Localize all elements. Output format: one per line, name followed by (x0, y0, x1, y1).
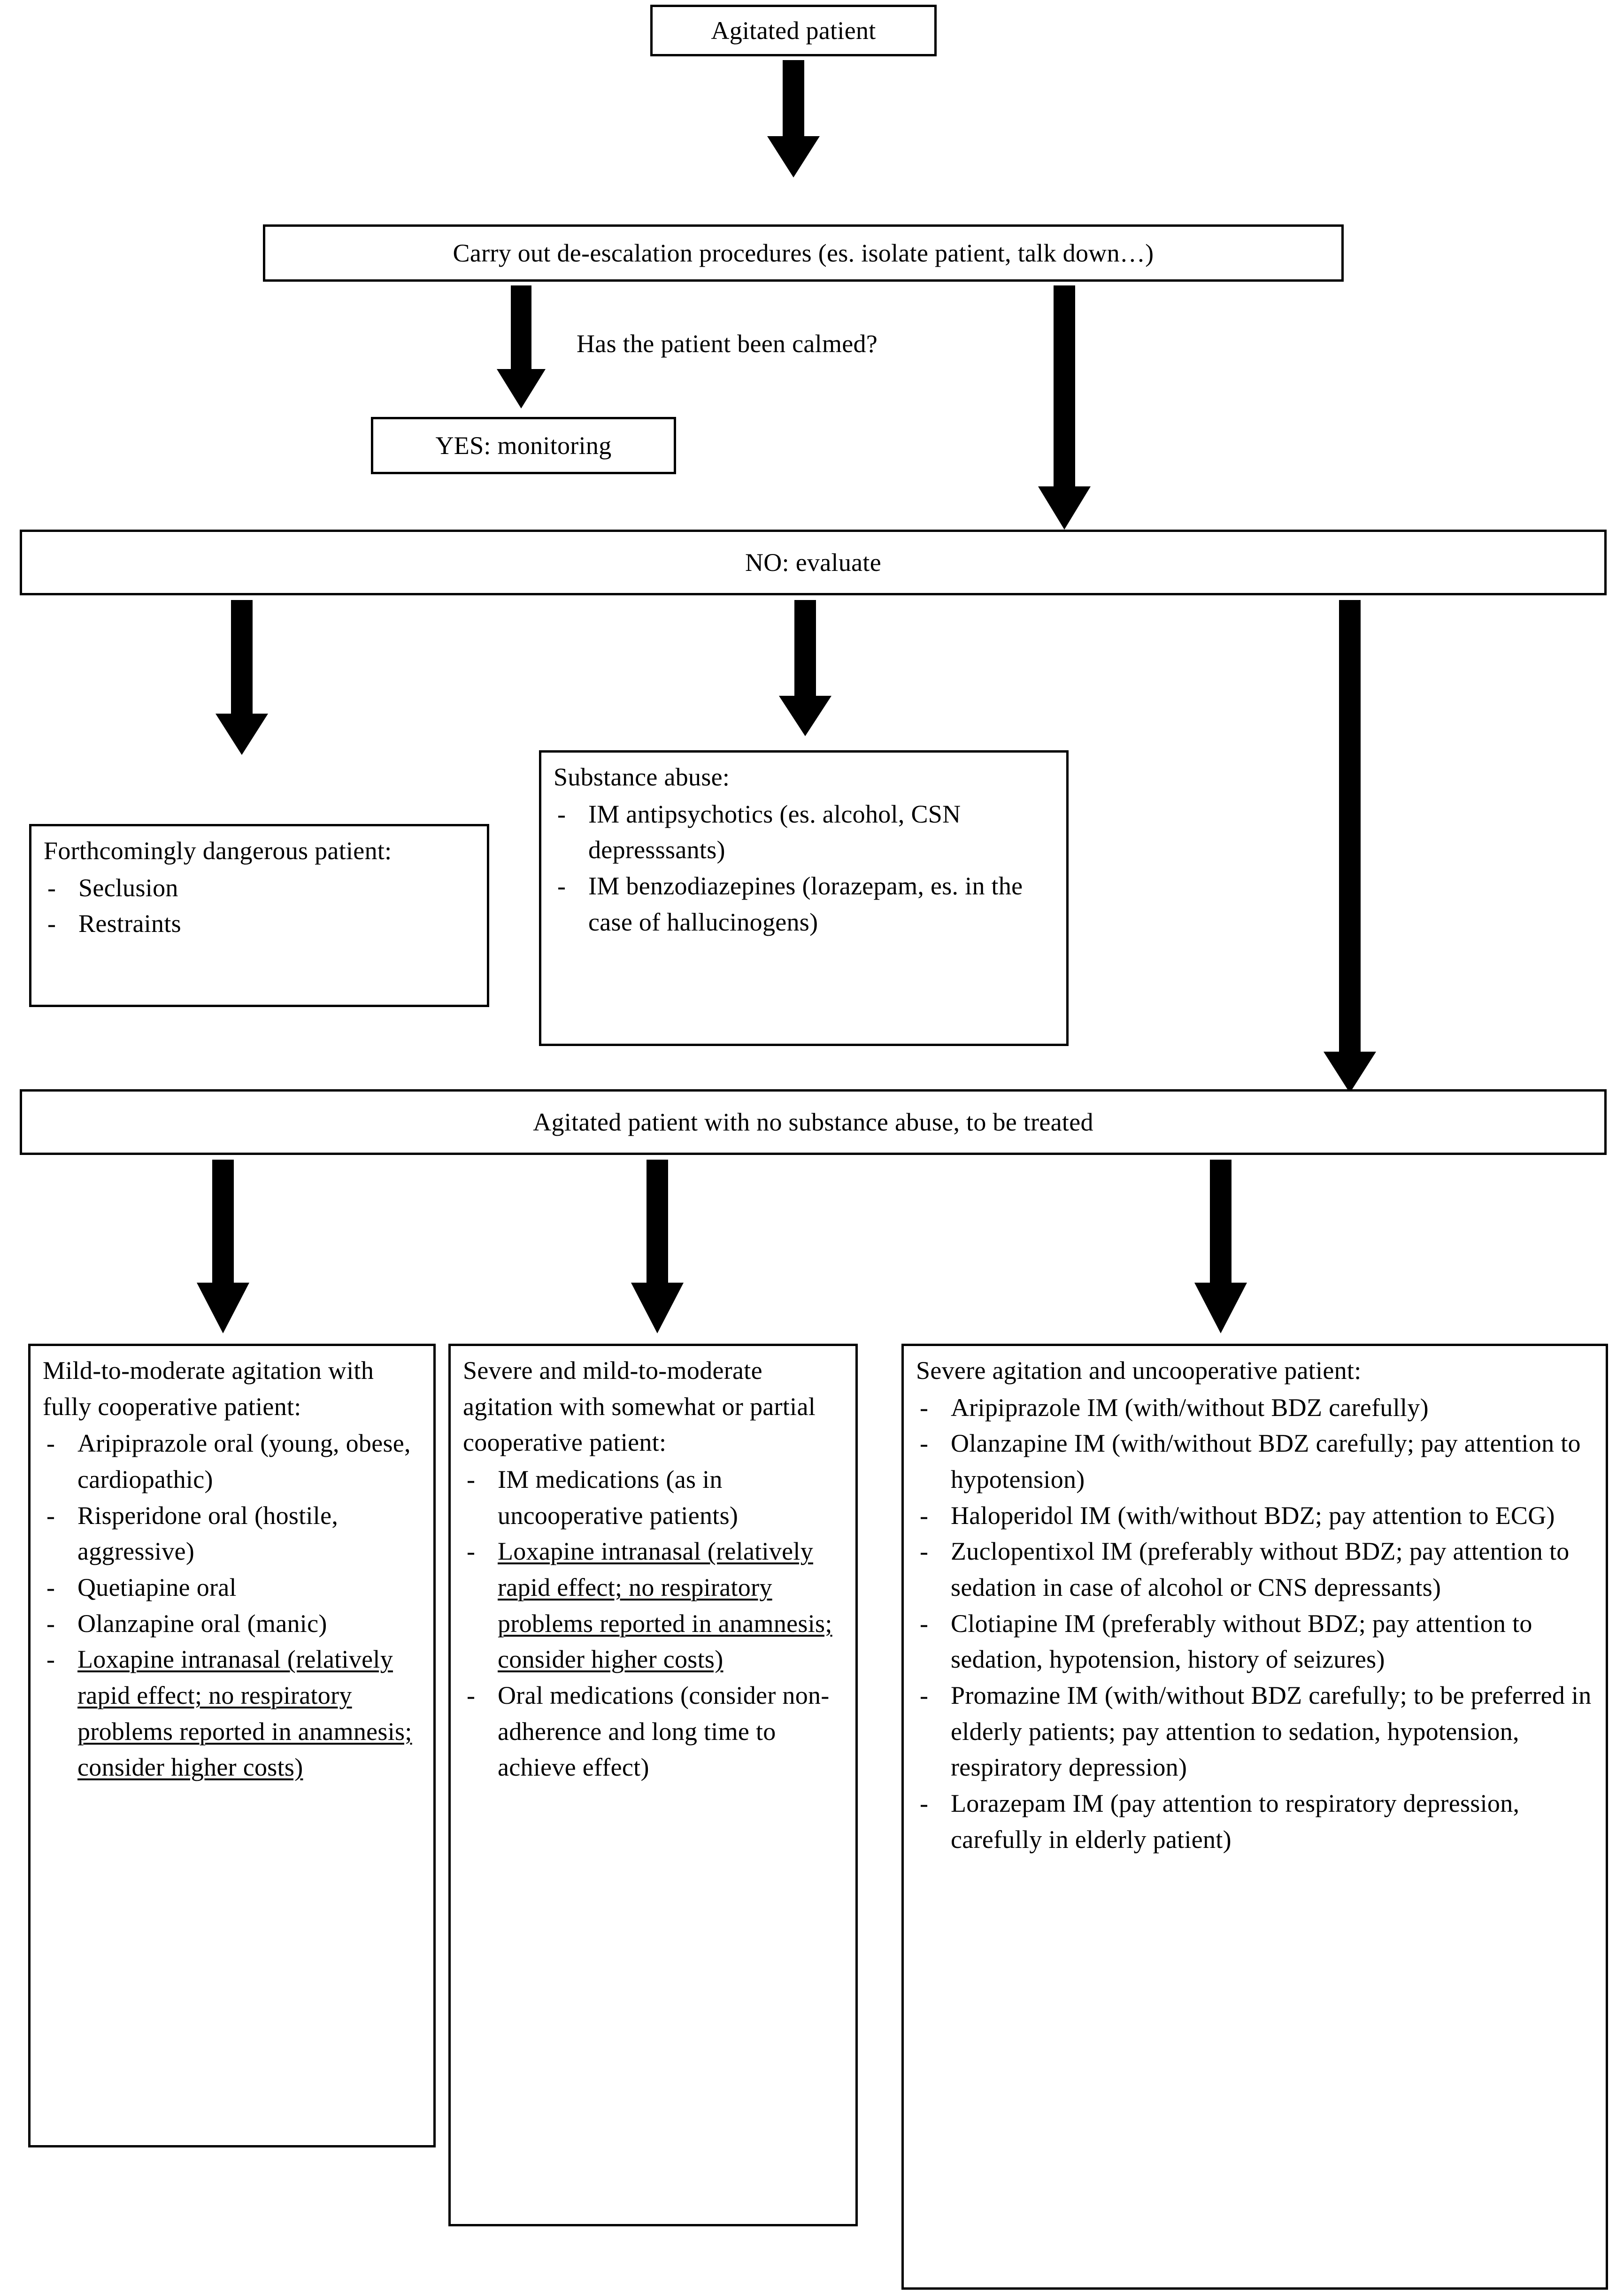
node-no-evaluate: NO: evaluate (20, 530, 1607, 595)
bullet-dash: - (920, 1393, 929, 1422)
bullet-dash: - (46, 1429, 55, 1458)
node-treated: Agitated patient with no substance abuse… (20, 1089, 1607, 1155)
arrow-start-to-deescalation (758, 60, 829, 177)
bullet-dash: - (920, 1429, 929, 1458)
arrow-treated-to-col2 (622, 1160, 693, 1333)
substance-list: -IM antipsychotics (es. alcohol, CSN dep… (554, 796, 1054, 940)
node-col1-mild-moderate: Mild-to-moderate agitation with fully co… (28, 1344, 436, 2147)
list-item-text: Clotiapine IM (preferably without BDZ; p… (951, 1609, 1532, 1674)
arrow-no-to-substance (770, 600, 840, 736)
list-item: -IM antipsychotics (es. alcohol, CSN dep… (554, 796, 1054, 868)
list-item-text: Restraints (78, 909, 181, 938)
col3-list: -Aripiprazole IM (with/without BDZ caref… (916, 1390, 1593, 1858)
list-item: -Risperidone oral (hostile, aggressive) (43, 1498, 421, 1570)
node-yes-monitoring-label: YES: monitoring (435, 431, 612, 460)
node-dangerous-patient-title: Forthcomingly dangerous patient: (44, 837, 392, 865)
node-agitated-patient: Agitated patient (650, 5, 937, 56)
bullet-dash: - (920, 1501, 929, 1530)
list-item-text: Aripiprazole IM (with/without BDZ carefu… (951, 1393, 1429, 1422)
bullet-dash: - (47, 909, 56, 938)
node-substance-abuse-title: Substance abuse: (554, 763, 730, 791)
bullet-dash: - (920, 1789, 929, 1818)
list-item-text: Lorazepam IM (pay attention to respirato… (951, 1789, 1520, 1854)
list-item-text: Aripiprazole oral (young, obese, cardiop… (77, 1429, 411, 1494)
node-yes-monitoring: YES: monitoring (371, 417, 676, 474)
list-item: -IM benzodiazepines (lorazepam, es. in t… (554, 868, 1054, 940)
list-item: -Oral medications (consider non-adherenc… (463, 1677, 843, 1785)
dangerous-list: -Seclusion -Restraints (44, 870, 475, 942)
list-item: -Quetiapine oral (43, 1570, 421, 1606)
list-item: -IM medications (as in uncooperative pat… (463, 1462, 843, 1533)
list-item: -Promazine IM (with/without BDZ carefull… (916, 1677, 1593, 1785)
col1-list: -Aripiprazole oral (young, obese, cardio… (43, 1425, 421, 1785)
bullet-dash: - (47, 873, 56, 902)
list-item: -Seclusion (44, 870, 475, 906)
list-item: -Clotiapine IM (preferably without BDZ; … (916, 1606, 1593, 1677)
list-item: -Zuclopentixol IM (preferably without BD… (916, 1533, 1593, 1605)
node-col1-title: Mild-to-moderate agitation with fully co… (43, 1356, 374, 1421)
arrow-no-to-treated (1315, 600, 1385, 1093)
bullet-dash: - (46, 1645, 55, 1674)
node-col3-title: Severe agitation and uncooperative patie… (916, 1356, 1362, 1385)
arrow-treated-to-col3 (1185, 1160, 1256, 1333)
list-item: -Loxapine intranasal (relatively rapid e… (43, 1641, 421, 1785)
arrow-treated-to-col1 (188, 1160, 258, 1333)
list-item-text: IM medications (as in uncooperative pati… (498, 1465, 739, 1530)
list-item: -Aripiprazole oral (young, obese, cardio… (43, 1425, 421, 1497)
bullet-dash: - (46, 1609, 55, 1638)
list-item: -Loxapine intranasal (relatively rapid e… (463, 1533, 843, 1677)
decision-label: Has the patient been calmed? (577, 330, 878, 358)
list-item-text: IM antipsychotics (es. alcohol, CSN depr… (588, 800, 961, 864)
node-agitated-patient-label: Agitated patient (711, 16, 876, 45)
list-item-text: Seclusion (78, 873, 178, 902)
bullet-dash: - (467, 1537, 476, 1566)
node-dangerous-patient: Forthcomingly dangerous patient: -Seclus… (29, 824, 489, 1007)
list-item: -Restraints (44, 906, 475, 942)
list-item-text: Loxapine intranasal (relatively rapid ef… (498, 1537, 832, 1674)
list-item-text: Olanzapine IM (with/without BDZ carefull… (951, 1429, 1581, 1494)
node-col2-title: Severe and mild-to-moderate agitation wi… (463, 1356, 816, 1457)
list-item: -Aripiprazole IM (with/without BDZ caref… (916, 1390, 1593, 1426)
list-item-text: Oral medications (consider non-adherence… (498, 1681, 830, 1782)
list-item: -Lorazepam IM (pay attention to respirat… (916, 1785, 1593, 1857)
list-item-text: Haloperidol IM (with/without BDZ; pay at… (951, 1501, 1555, 1530)
bullet-dash: - (920, 1609, 929, 1638)
bullet-dash: - (920, 1681, 929, 1710)
arrow-deescalation-to-yes (488, 285, 554, 408)
bullet-dash: - (557, 800, 566, 828)
list-item-text: Zuclopentixol IM (preferably without BDZ… (951, 1537, 1570, 1602)
bullet-dash: - (467, 1465, 476, 1494)
list-item-text: Loxapine intranasal (relatively rapid ef… (77, 1645, 412, 1782)
bullet-dash: - (46, 1501, 55, 1530)
node-deescalation: Carry out de-escalation procedures (es. … (263, 224, 1344, 282)
list-item-text: Olanzapine oral (manic) (77, 1609, 327, 1638)
node-treated-label: Agitated patient with no substance abuse… (533, 1108, 1093, 1136)
list-item: -Haloperidol IM (with/without BDZ; pay a… (916, 1498, 1593, 1534)
arrow-deescalation-to-no (1029, 285, 1100, 530)
list-item: -Olanzapine oral (manic) (43, 1606, 421, 1642)
bullet-dash: - (46, 1573, 55, 1602)
list-item-text: IM benzodiazepines (lorazepam, es. in th… (588, 872, 1023, 936)
node-no-evaluate-label: NO: evaluate (745, 548, 881, 577)
list-item: -Olanzapine IM (with/without BDZ careful… (916, 1425, 1593, 1497)
bullet-dash: - (467, 1681, 476, 1710)
col2-list: -IM medications (as in uncooperative pat… (463, 1462, 843, 1785)
node-deescalation-label: Carry out de-escalation procedures (es. … (453, 239, 1154, 267)
node-col2-severe-partial: Severe and mild-to-moderate agitation wi… (448, 1344, 858, 2226)
arrow-no-to-dangerous (207, 600, 277, 755)
list-item-text: Quetiapine oral (77, 1573, 237, 1602)
bullet-dash: - (920, 1537, 929, 1566)
node-col3-severe-uncooperative: Severe agitation and uncooperative patie… (901, 1344, 1608, 2290)
bullet-dash: - (557, 872, 566, 900)
list-item-text: Risperidone oral (hostile, aggressive) (77, 1501, 339, 1566)
list-item-text: Promazine IM (with/without BDZ carefully… (951, 1681, 1592, 1782)
node-substance-abuse: Substance abuse: -IM antipsychotics (es.… (539, 750, 1069, 1046)
